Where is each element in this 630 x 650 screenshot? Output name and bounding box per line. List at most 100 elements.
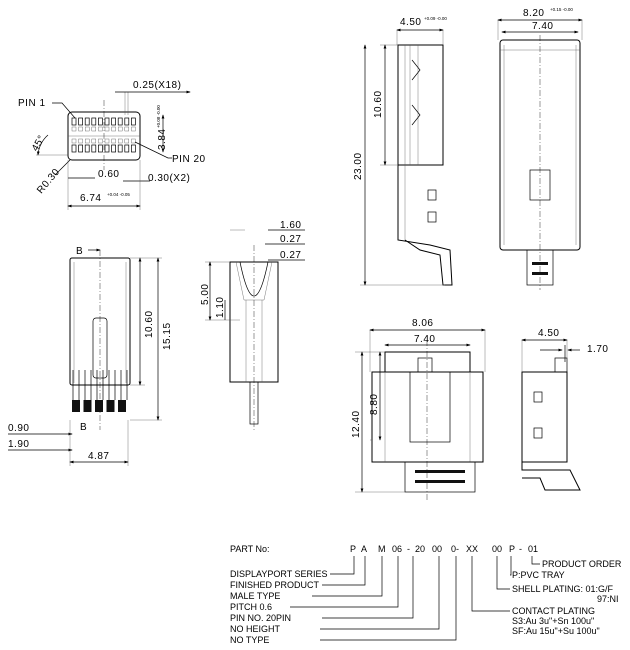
- pin-bottom: [98, 144, 103, 153]
- legend-left-item: NO HEIGHT: [230, 624, 281, 634]
- pitch-060-label: 0.60: [98, 169, 119, 180]
- pin-bottom: [124, 144, 130, 153]
- front-width-820-tol: +0.15 -0.00: [550, 7, 573, 12]
- side-width-450-tol: +0.09 -0.00: [424, 16, 447, 21]
- pcb-height-1060-label: 10.60: [144, 310, 155, 338]
- leader-line: [312, 556, 383, 597]
- br-170-label: 1.70: [587, 344, 608, 355]
- contact-bottom: [84, 138, 90, 144]
- br-450-label: 4.50: [538, 328, 559, 339]
- solder-pad: [95, 400, 103, 412]
- pcb-height-1515-label: 15.15: [162, 322, 173, 350]
- pin-top: [111, 117, 116, 126]
- contact-top: [71, 126, 77, 132]
- pin-bottom: [131, 144, 136, 153]
- side-height-1060-label: 10.60: [373, 90, 384, 118]
- contact-bottom: [98, 138, 103, 144]
- part-segment: 0-: [451, 544, 459, 554]
- contact-bottom: [117, 138, 123, 144]
- pin-top: [117, 117, 123, 126]
- leader-line: [320, 556, 440, 630]
- legend-right-item: 97:NI: [597, 594, 619, 604]
- front-width-820-label: 8.20: [523, 8, 544, 19]
- part-segment: 20: [415, 544, 425, 554]
- section-110-label: 1.10: [215, 297, 226, 318]
- pin-bottom: [117, 144, 123, 153]
- legend-right-item: CONTACT PLATING: [512, 606, 595, 616]
- bottom-880-label: 8.80: [369, 394, 380, 415]
- pin-top: [131, 117, 136, 126]
- section-500-label: 5.00: [200, 284, 211, 305]
- front-width-740-label: 7.40: [532, 21, 553, 32]
- height-384-tol: +0.08 -0.00: [156, 105, 161, 128]
- part-segment: M: [378, 544, 386, 554]
- part-segment: -: [407, 544, 410, 554]
- part-segment: 00: [432, 544, 442, 554]
- section-view: 1.60 0.27 0.27 5.00 1.10: [200, 220, 305, 430]
- pin-bottom: [91, 144, 97, 153]
- leader-line: [290, 556, 399, 608]
- pin-bottom: [84, 144, 90, 153]
- pin20-label: PIN 20: [172, 154, 206, 165]
- legend-right-item: SF:Au 15u"+Su 100u": [512, 626, 600, 636]
- solder-pad: [118, 400, 126, 412]
- bottom-1240-label: 12.40: [351, 410, 362, 438]
- part-segment: 06: [392, 544, 402, 554]
- pcb-090-label: 0.90: [8, 423, 29, 434]
- width-030-label: 0.30(X2): [148, 173, 190, 184]
- pcb-190-label: 1.90: [8, 439, 29, 450]
- pcb-view: B 10.60 15.15 0.90 1.90 B 4.87: [8, 246, 173, 466]
- pin-top: [98, 117, 103, 126]
- contact-top: [131, 126, 136, 132]
- contact-bottom: [131, 138, 136, 144]
- side-height-2300-label: 23.00: [353, 152, 364, 180]
- legend-right-item: S3:Au 3u"+Sn 100u": [512, 616, 594, 626]
- angle-label: 45°: [30, 133, 48, 153]
- pin-top: [78, 117, 83, 126]
- part-no-label: PART No:: [230, 544, 270, 554]
- leader-line: [330, 556, 355, 575]
- contact-top: [111, 126, 116, 132]
- section-027a-label: 0.27: [280, 234, 301, 245]
- leader-line: [322, 556, 414, 619]
- pin-top: [104, 117, 110, 126]
- contact-top: [91, 126, 97, 132]
- part-segment: 01: [528, 544, 538, 554]
- section-b2-label: B: [80, 422, 87, 433]
- part-segment: P: [509, 544, 515, 554]
- contact-top: [98, 126, 103, 132]
- solder-pad: [106, 400, 115, 412]
- pin-bottom: [71, 144, 77, 153]
- part-segment: -: [519, 544, 522, 554]
- section-b-label: B: [76, 246, 83, 257]
- section-027b-label: 0.27: [280, 250, 301, 261]
- width-674-label: 6.74: [80, 193, 101, 204]
- contact-bottom: [78, 138, 83, 144]
- part-segment: P: [350, 544, 356, 554]
- bottom-side-view: 4.50 1.70: [521, 328, 608, 491]
- pitch-x18-label: 0.25(X18): [133, 80, 181, 91]
- legend-left-item: PIN NO. 20PIN: [230, 613, 291, 623]
- legend-left-item: PITCH 0.6: [230, 602, 272, 612]
- solder-pad: [83, 400, 92, 412]
- legend-right-item: SHELL PLATING: 01:G/F: [512, 584, 614, 594]
- radius-label: R0.30: [35, 167, 62, 196]
- leader-line: [531, 556, 540, 565]
- height-384-label: 3.84: [157, 129, 168, 150]
- leader-line: [320, 556, 457, 641]
- contact-bottom: [91, 138, 97, 144]
- contact-top: [84, 126, 90, 132]
- leader-line: [471, 556, 510, 612]
- side-width-450-label: 4.50: [400, 17, 421, 28]
- section-160-label: 1.60: [280, 220, 301, 231]
- pin1-label: PIN 1: [18, 98, 46, 109]
- contact-bottom: [124, 138, 130, 144]
- pin-top: [84, 117, 90, 126]
- legend-left-item: DISPLAYPORT SERIES: [230, 569, 328, 579]
- contact-top: [117, 126, 123, 132]
- pin-bottom: [78, 144, 83, 153]
- legend-left-item: MALE TYPE: [230, 591, 280, 601]
- side-view: 4.50 +0.09 -0.00 10.60 23.00: [353, 16, 453, 286]
- contact-bottom: [111, 138, 116, 144]
